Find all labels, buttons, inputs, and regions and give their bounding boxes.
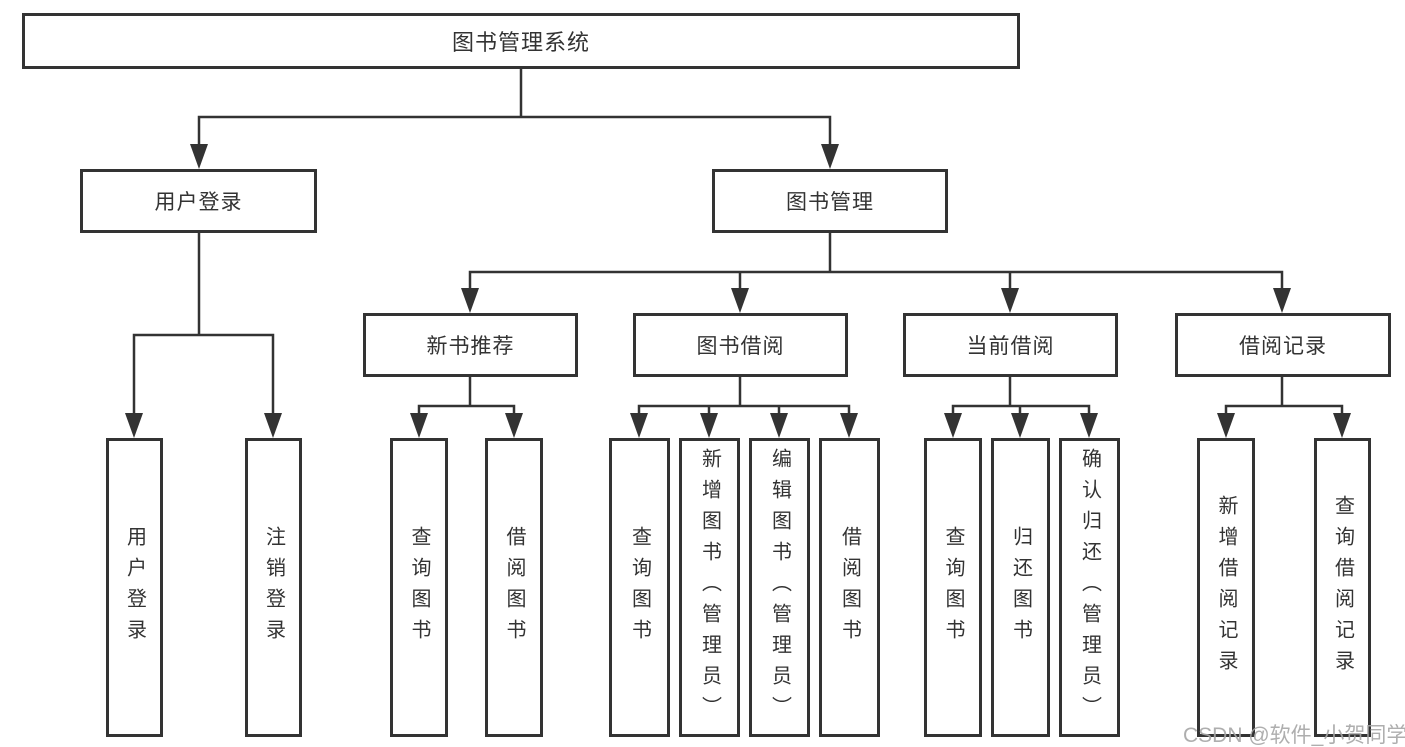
csdn-watermark: CSDN @软件_小贺同学: [1183, 724, 1405, 747]
node-current-borrowing: 当前借阅: [903, 313, 1118, 377]
node-label: 图书借阅: [696, 335, 785, 358]
leaf-user-login: 用户登录: [106, 438, 163, 737]
leaf-query-books-recommend: 查询图书: [390, 438, 448, 737]
node-user-login: 用户登录: [80, 169, 317, 233]
node-book-borrowing: 图书借阅: [633, 313, 848, 377]
node-label: 查询图书: [942, 525, 964, 650]
node-label: 用户登录: [123, 525, 146, 650]
node-label: 借阅记录: [1239, 335, 1327, 358]
node-label: 查询图书: [628, 525, 651, 650]
node-label: 图书管理系统: [451, 30, 590, 55]
node-borrowing-records: 借阅记录: [1175, 313, 1391, 377]
leaf-add-borrow-record: 新增借阅记录: [1197, 438, 1255, 737]
node-label: 确认归还（管理员）: [1078, 448, 1101, 727]
node-label: 新增借阅记录: [1215, 494, 1237, 681]
node-book-management: 图书管理: [712, 169, 948, 233]
node-label: 当前借阅: [966, 335, 1055, 358]
node-label: 新书推荐: [426, 335, 515, 358]
node-label: 新增图书（管理员）: [698, 448, 721, 727]
node-new-book-recommendation: 新书推荐: [363, 313, 578, 377]
leaf-edit-books-admin: 编辑图书（管理员）: [749, 438, 810, 737]
leaf-logout: 注销登录: [245, 438, 302, 737]
leaf-borrow-books: 借阅图书: [819, 438, 880, 737]
leaf-add-books-admin: 新增图书（管理员）: [679, 438, 740, 737]
node-label: 借阅图书: [838, 525, 861, 650]
node-label: 查询借阅记录: [1331, 494, 1354, 681]
node-label: 用户登录: [154, 191, 243, 214]
node-label: 归还图书: [1009, 525, 1032, 650]
leaf-query-borrow-record: 查询借阅记录: [1314, 438, 1371, 737]
node-label: 借阅图书: [503, 525, 525, 650]
leaf-return-books: 归还图书: [991, 438, 1050, 737]
node-label: 编辑图书（管理员）: [768, 448, 791, 727]
leaf-query-books-current: 查询图书: [924, 438, 982, 737]
arrowhead-icons: [125, 144, 1351, 438]
node-library-management-system: 图书管理系统: [22, 13, 1020, 69]
leaf-borrow-books-recommend: 借阅图书: [485, 438, 543, 737]
leaf-confirm-return-admin: 确认归还（管理员）: [1059, 438, 1120, 737]
leaf-query-books-borrowing: 查询图书: [609, 438, 670, 737]
node-label: 图书管理: [786, 191, 874, 214]
node-label: 注销登录: [262, 525, 285, 650]
node-label: 查询图书: [408, 525, 430, 650]
